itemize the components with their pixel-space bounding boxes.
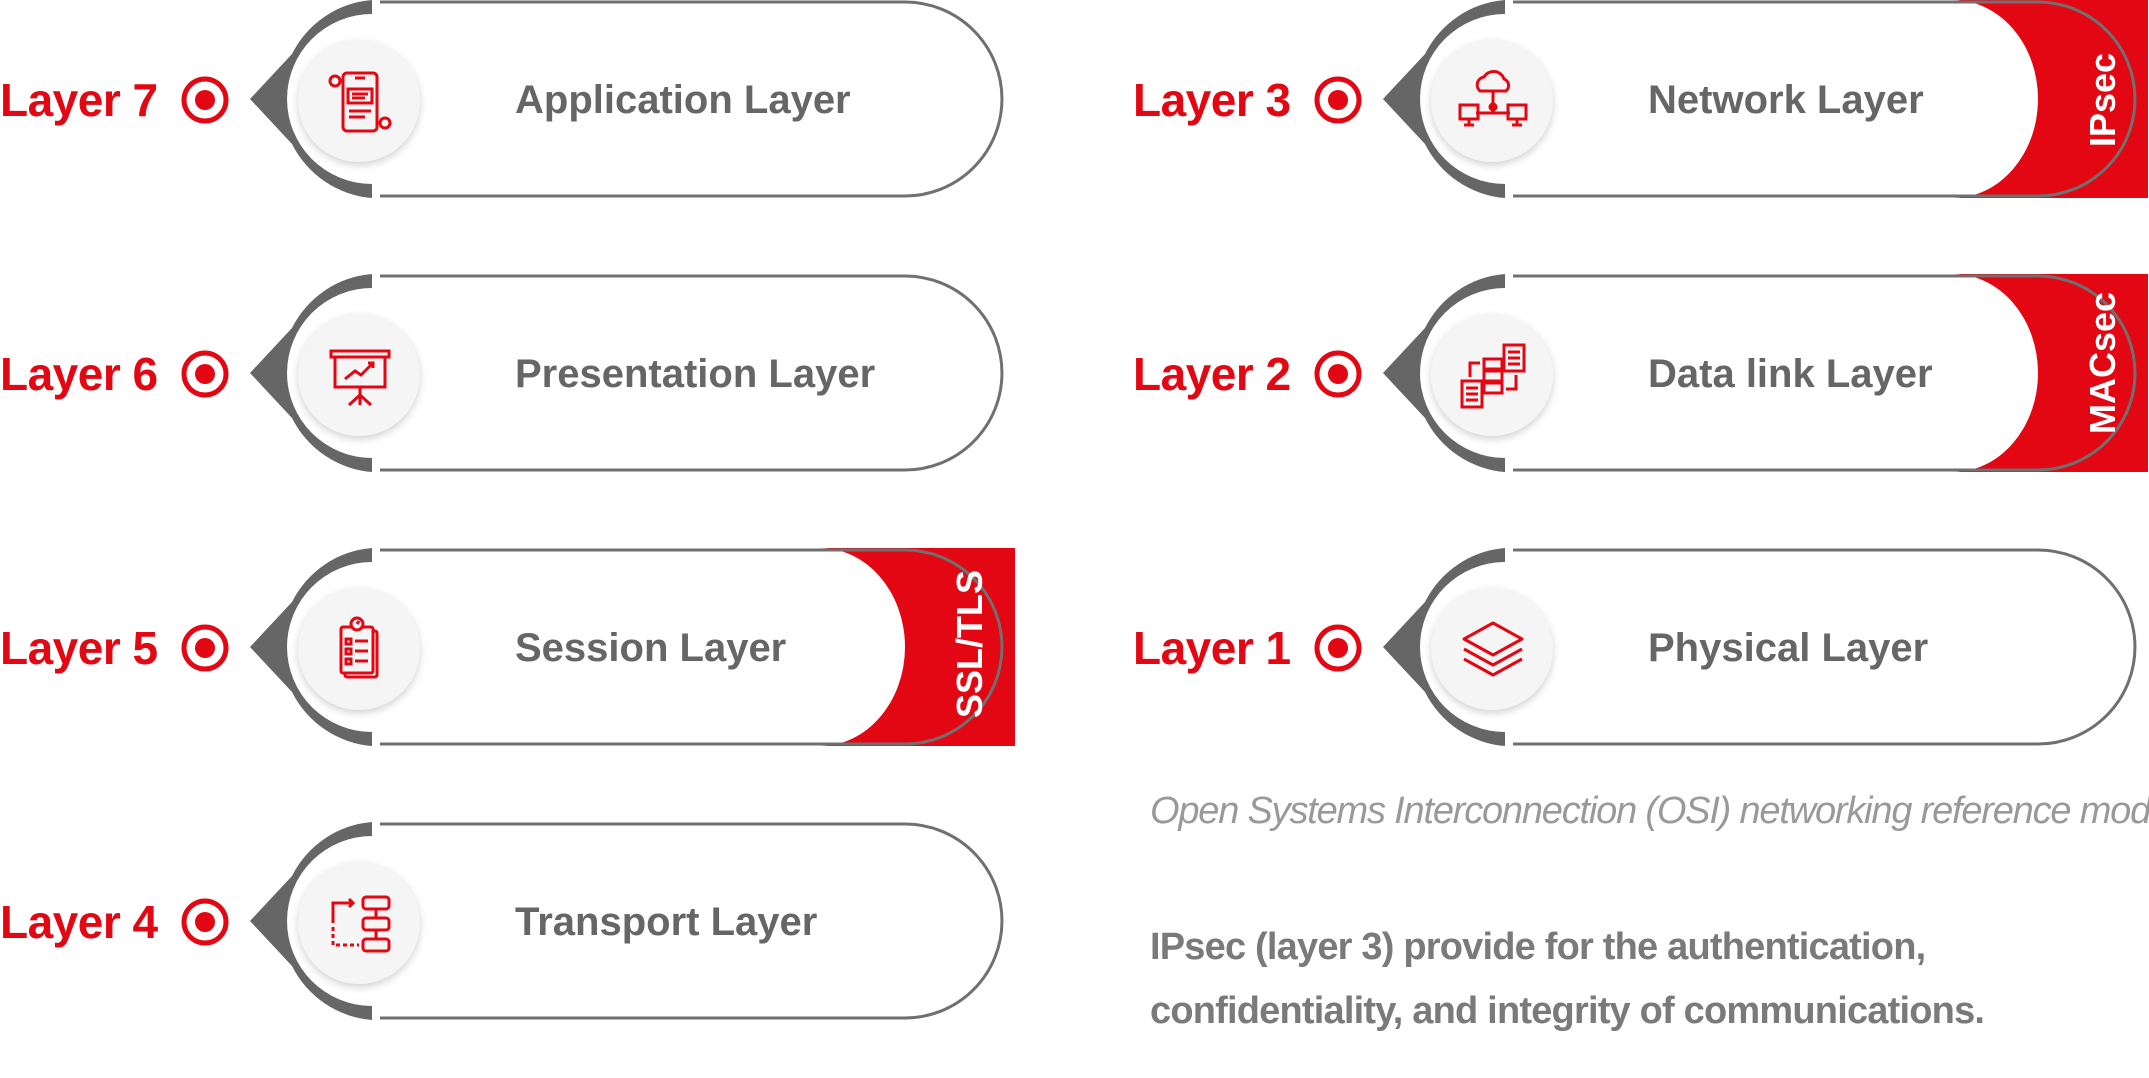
layer-number-label: Layer 2 [1133, 348, 1291, 400]
layer-row-4: Layer 4 Transport Layer [0, 822, 1020, 1022]
icon-circle [298, 40, 420, 162]
layer-name: Application Layer [515, 78, 851, 122]
layer-name: Presentation Layer [515, 352, 876, 396]
layer-frame [1383, 0, 2148, 198]
target-icon [180, 349, 230, 399]
description-line-2: confidentiality, and integrity of commun… [1150, 990, 1985, 1032]
transport-flow-icon [331, 895, 391, 953]
layer-frame [1383, 274, 2148, 472]
layer-number-label: Layer 5 [0, 622, 158, 674]
icon-circle [298, 862, 420, 984]
layer-row-1: Layer 1 Physical Layer [1133, 548, 2149, 748]
target-icon [180, 623, 230, 673]
layer-number-label: Layer 6 [0, 348, 158, 400]
layer-name: Transport Layer [515, 900, 818, 944]
layer-name: Data link Layer [1648, 352, 1933, 396]
layer-row-2: Layer 2 MACsec Data link Layer [1133, 274, 2149, 474]
diagram-caption: Open Systems Interconnection (OSI) netwo… [1150, 790, 2149, 832]
layer-number-label: Layer 4 [0, 896, 158, 948]
target-icon [180, 897, 230, 947]
protocol-badge-ipsec: IPsec [2082, 52, 2123, 148]
physical-stack-icon [1462, 621, 1524, 677]
target-icon [1313, 623, 1363, 673]
layer-row-3: Layer 3 IPsec Network Layer [1133, 0, 2149, 200]
layer-number-label: Layer 3 [1133, 74, 1291, 126]
layer-name: Session Layer [515, 626, 787, 670]
target-icon [1313, 349, 1363, 399]
layer-name: Physical Layer [1648, 626, 1929, 670]
target-icon [180, 75, 230, 125]
layer-row-7: Layer 7 Application Layer [0, 0, 1020, 200]
session-clipboard-icon [339, 616, 379, 679]
description-line-1: IPsec (layer 3) provide for the authenti… [1150, 926, 1926, 968]
description-text: IPsec (layer 3) provide for the authenti… [1150, 915, 2110, 1043]
icon-circle [1431, 314, 1553, 436]
layer-frame [250, 0, 1004, 198]
layer-row-6: Layer 6 Presentation Layer [0, 274, 1020, 474]
layer-frame [250, 274, 1004, 472]
layer-frame [250, 548, 1015, 746]
layer-name: Network Layer [1648, 78, 1924, 122]
application-gear-icon [328, 71, 392, 133]
layer-row-5: Layer 5 SSL/TLS Session Layer [0, 548, 1020, 748]
protocol-badge-macsec: MACsec [2082, 291, 2123, 434]
layer-frame [250, 822, 1004, 1020]
layer-frame [1383, 548, 2137, 746]
layer-number-label: Layer 1 [1133, 622, 1291, 674]
presentation-board-icon [329, 349, 391, 407]
protocol-badge-ssl-tls: SSL/TLS [949, 569, 990, 718]
network-cloud-icon [1458, 70, 1528, 127]
icon-circle [1431, 588, 1553, 710]
data-link-icon [1460, 343, 1526, 409]
layer-number-label: Layer 7 [0, 74, 158, 126]
target-icon [1313, 75, 1363, 125]
